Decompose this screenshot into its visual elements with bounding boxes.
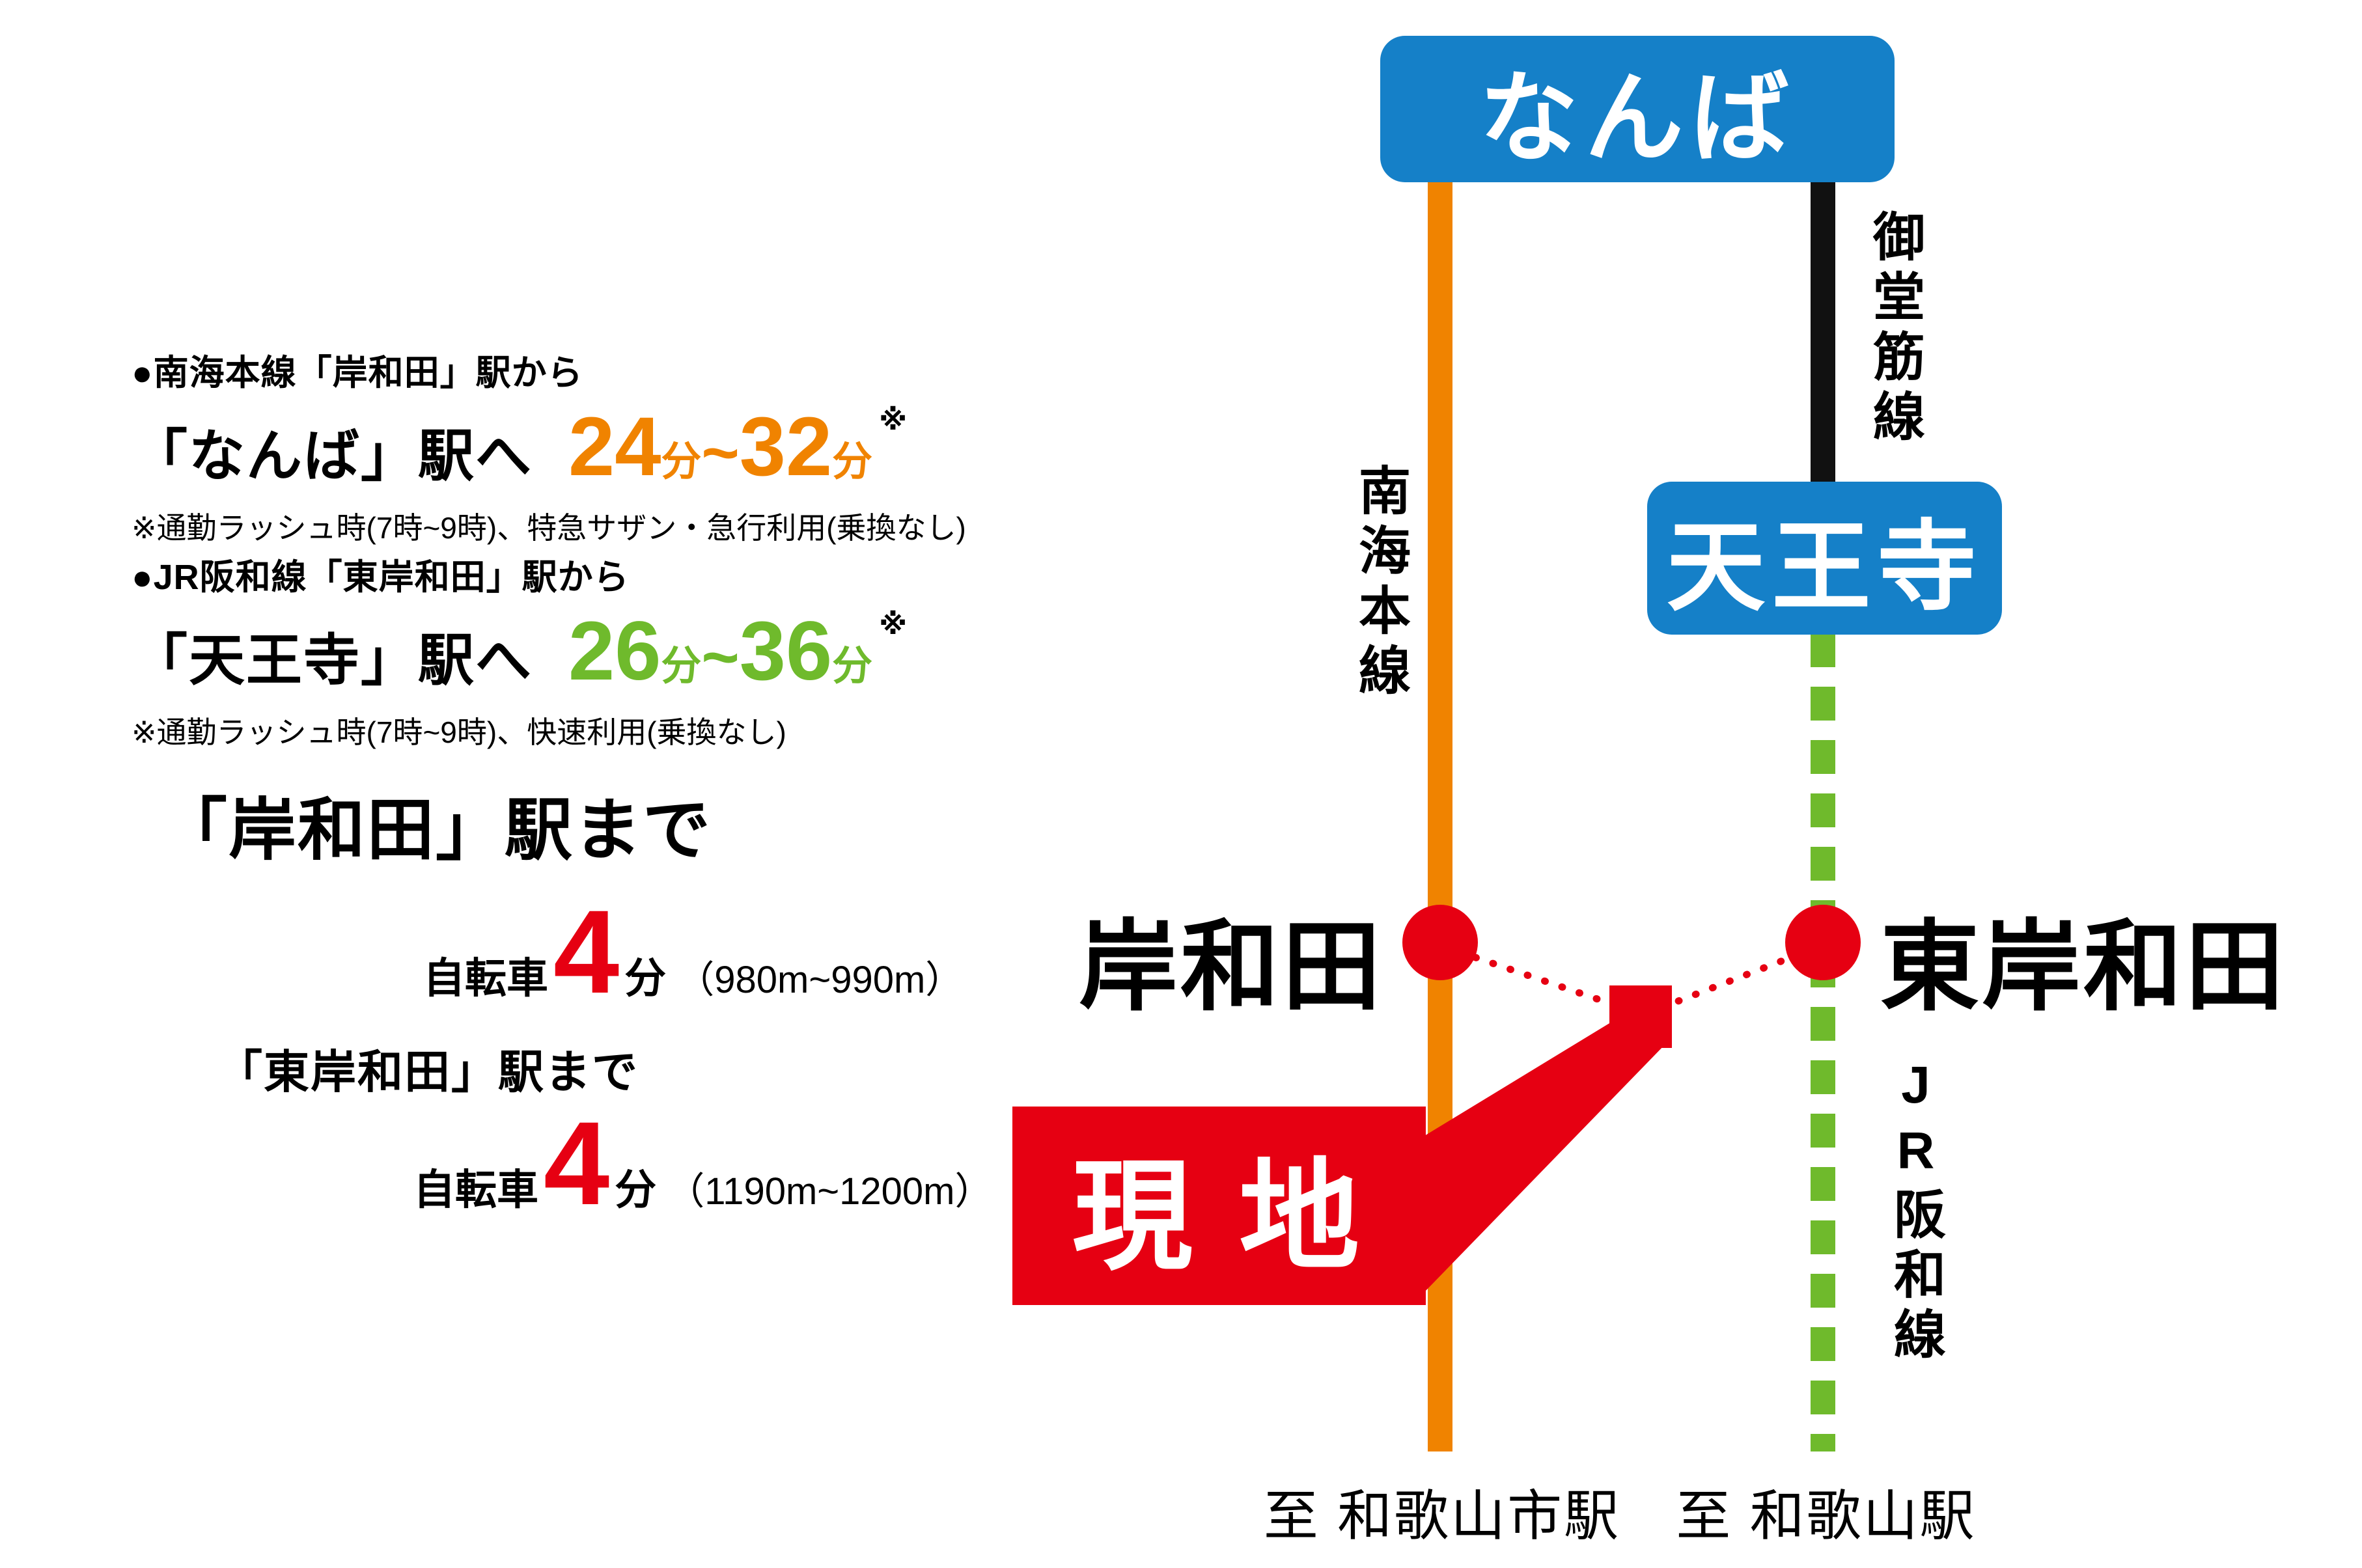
bike-row-2: 自転車 4 分 （1190m~1200m）: [413, 1096, 993, 1230]
bike-dest2-label: 「東岸和田」駅まで: [217, 1046, 639, 1097]
nankai-line: [1428, 181, 1452, 1451]
site-banner: 現 地: [1012, 1107, 1426, 1305]
route1-from-label: ●南海本線「岸和田」駅から: [132, 353, 583, 392]
route1-note: ※通勤ラッシュ時(7時~9時)、特急サザン・急行利用(乗換なし): [132, 511, 966, 545]
route1-main-line: 「なんば」駅へ 24 分 ~ 32 分 ※: [132, 400, 966, 493]
route1-min-unit: 分: [661, 439, 702, 484]
jr-hanwa-line: [1811, 633, 1835, 1451]
station-namba-label: なんば: [1479, 62, 1796, 174]
bike-mode-1: 自転車: [423, 955, 548, 1002]
station-box-namba: なんば: [1380, 36, 1895, 182]
station-box-tennoji: 天王寺: [1647, 482, 2002, 635]
bike-unit-1: 分: [624, 955, 667, 1002]
bike-unit-2: 分: [615, 1166, 657, 1213]
midosuji-line-label: 御堂筋線: [1866, 210, 1924, 449]
route1-max-unit: 分: [832, 439, 873, 484]
route2-note: ※通勤ラッシュ時(7時~9時)、快速利用(乗換なし): [132, 715, 786, 749]
route2-from-label: ●JR阪和線「東岸和田」駅から: [132, 558, 630, 597]
route2-time-max: 36: [739, 605, 833, 698]
bike-row-1: 自転車 4 分 （980m~990m）: [423, 885, 993, 1018]
route2-min-unit: 分: [661, 644, 702, 689]
nankai-line-label: 南海本線: [1352, 463, 1410, 703]
station-tennoji-label: 天王寺: [1666, 512, 1983, 623]
site-pointer: [1424, 1010, 1668, 1292]
route-info-tennoji: ●JR阪和線「東岸和田」駅から 「天王寺」駅へ 26 分 ~ 36 分 ※ ※通…: [132, 548, 907, 752]
bike-distance-1: （980m~990m）: [676, 959, 964, 1001]
to-wakayamashi-label: 至 和歌山市駅: [1263, 1485, 1621, 1547]
bike-minutes-2: 4: [544, 1096, 610, 1230]
route1-asterisk: ※: [879, 404, 907, 436]
kishiwada-station-label: 岸和田: [1079, 912, 1383, 1023]
kishiwada-station-dot: [1402, 905, 1478, 980]
route1-destination: 「なんば」駅へ: [132, 425, 533, 488]
bike-mode-2: 自転車: [413, 1166, 538, 1213]
dotted-connector-right: [1658, 948, 1810, 1011]
bike-access-block: 「岸和田」駅まで 自転車 4 分 （980m~990m） 「東岸和田」駅まで 自…: [160, 775, 993, 1230]
to-wakayama-label: 至 和歌山駅: [1676, 1485, 1977, 1547]
route2-max-unit: 分: [832, 644, 873, 689]
site-marker: [1609, 985, 1672, 1048]
jr-hanwa-line-label: JR阪和線: [1887, 1056, 1945, 1367]
route2-tilde: ~: [701, 621, 740, 694]
route-info-namba: ●南海本線「岸和田」駅から 「なんば」駅へ 24 分 ~ 32 分 ※ ※通勤ラ…: [132, 344, 966, 547]
higashi-kishiwada-station-label: 東岸和田: [1880, 912, 2286, 1023]
bike-dest1-label: 「岸和田」駅まで: [160, 793, 712, 868]
route2-asterisk: ※: [879, 609, 907, 640]
dotted-connector-left: [1454, 948, 1626, 1011]
midosuji-line: [1811, 181, 1835, 484]
site-banner-label: 現 地: [1072, 1149, 1367, 1284]
route1-time-min: 24: [568, 400, 661, 493]
route1-time: 24 分 ~ 32 分 ※: [568, 400, 907, 493]
higashi-kishiwada-station-dot: [1785, 905, 1861, 980]
route2-main-line: 「天王寺」駅へ 26 分 ~ 36 分 ※: [132, 605, 907, 698]
bike-distance-2: （1190m~1200m）: [667, 1170, 993, 1213]
route2-time-min: 26: [568, 605, 661, 698]
route2-destination: 「天王寺」駅へ: [132, 629, 533, 692]
route2-time: 26 分 ~ 36 分 ※: [568, 605, 907, 698]
route1-tilde: ~: [701, 417, 740, 489]
bike-minutes-1: 4: [553, 885, 620, 1018]
route1-time-max: 32: [739, 400, 833, 493]
